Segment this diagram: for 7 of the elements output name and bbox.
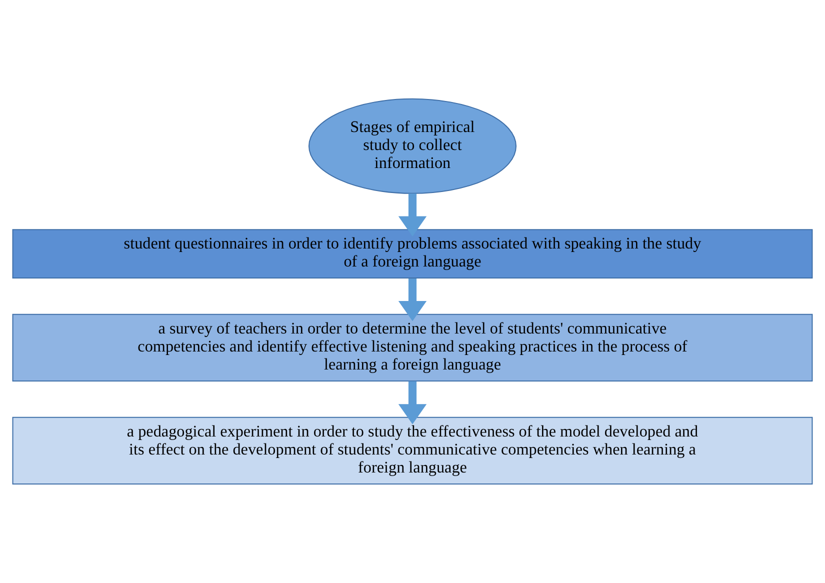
arrow [398, 381, 427, 424]
node-ellipse: Stages of empirical study to collect information [308, 98, 517, 194]
node-box: student questionnaires in order to identify problems associated with speaking in the study of a foreign language [12, 229, 813, 279]
node-box: a pedagogical experiment in order to study the effectiveness of the model developed and its effect on the development of students' communicative competencies when learning a foreign language [12, 416, 813, 484]
node-box: a survey of teachers in order to determine the level of students' communicative competencies and identify effective listening and speaking practices in the process of learning a foreign language [12, 314, 813, 382]
arrow [398, 278, 427, 322]
arrow [398, 194, 427, 236]
